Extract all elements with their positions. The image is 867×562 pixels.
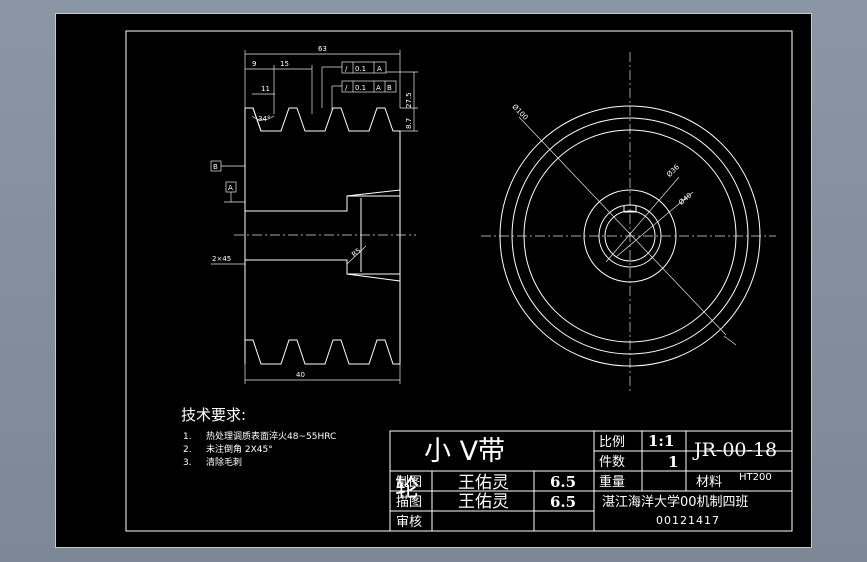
drawn-name: 王佑灵 [458,473,509,493]
keyway [623,206,637,213]
lower-hatched-body [244,259,401,365]
hub-circle [583,189,677,283]
scale-value: 1:1 [648,432,674,450]
tech-req-item-3: 清除毛刺 [206,456,242,468]
material-label: 材料 [696,475,722,490]
section-dimensions: 63 9 15 11 34° 27.5 8.7 40 R5 2×45 B [210,45,418,384]
tol1-sym: / [345,65,348,73]
drafted-value: 6.5 [550,493,576,511]
dim-chamfer: 2×45 [212,255,231,263]
section-view [234,107,416,365]
tech-req-num-3: 3. [183,458,192,468]
groove-circle [511,117,749,355]
scale-label: 比例 [599,435,625,450]
part-name: 小 V带 [424,436,505,467]
student-id: 00121417 [656,514,720,527]
datum-b: B [213,163,218,171]
tol1-val: 0.1 [355,65,366,73]
tol2-sym: / [345,84,348,92]
part-name-overlay: 轮 [395,474,419,502]
bore-outer-circle [598,204,662,268]
bore-circle [604,210,656,262]
dim-dia-36: Ø36 [665,163,681,179]
drafted-name: 王佑灵 [458,492,509,512]
drawn-label: 制图 [396,475,422,490]
organization: 湛江海洋大学00机制四班 [602,494,749,510]
outer-circle [499,105,761,367]
upper-hatched-body [244,107,401,212]
tol2-val: 0.1 [355,84,366,92]
tol1-ref: A [377,65,382,73]
quantity-value: 1 [668,453,678,471]
drafted-label: 描图 [396,495,422,510]
drawing-viewport[interactable]: 63 9 15 11 34° 27.5 8.7 40 R5 2×45 B [55,13,812,548]
tech-req-item-2: 未注倒角 2X45° [206,443,273,455]
dim-11: 11 [261,85,270,93]
dim-15: 15 [280,60,289,68]
review-label: 审核 [396,515,422,530]
title-block: 小 V带 轮 比例 1:1 JR-00-18 件数 1 重量 材料 HT200 … [389,430,793,532]
dim-dia-100: Ø100 [510,103,529,122]
dim-9: 9 [252,60,256,68]
cad-drawing: 63 9 15 11 34° 27.5 8.7 40 R5 2×45 B [125,30,793,532]
weight-label: 重量 [599,474,625,490]
dim-63: 63 [318,45,327,53]
tol2-ref-a: A [376,84,381,92]
technical-requirements: 技术要求: 1. 热处理调质表面淬火48~55HRC 2. 未注倒角 2X45°… [181,406,336,468]
drawn-value: 6.5 [550,473,576,491]
dim-8-7: 8.7 [405,118,413,129]
dim-angle: 34° [258,115,270,123]
rim-circle [523,129,737,343]
tech-req-num-1: 1. [183,432,192,442]
dim-27-5: 27.5 [405,92,413,108]
tech-req-num-2: 2. [183,445,192,455]
datum-a: A [228,184,233,192]
tech-req-heading: 技术要求: [181,406,246,424]
front-view: Ø100 Ø36 Ø40 [481,52,776,392]
material-value: HT200 [739,472,772,483]
quantity-label: 件数 [599,455,625,470]
dim-40: 40 [296,371,305,379]
tol2-ref-b: B [387,84,392,92]
tech-req-item-1: 热处理调质表面淬火48~55HRC [206,430,336,442]
drawing-number: JR-00-18 [692,439,777,461]
